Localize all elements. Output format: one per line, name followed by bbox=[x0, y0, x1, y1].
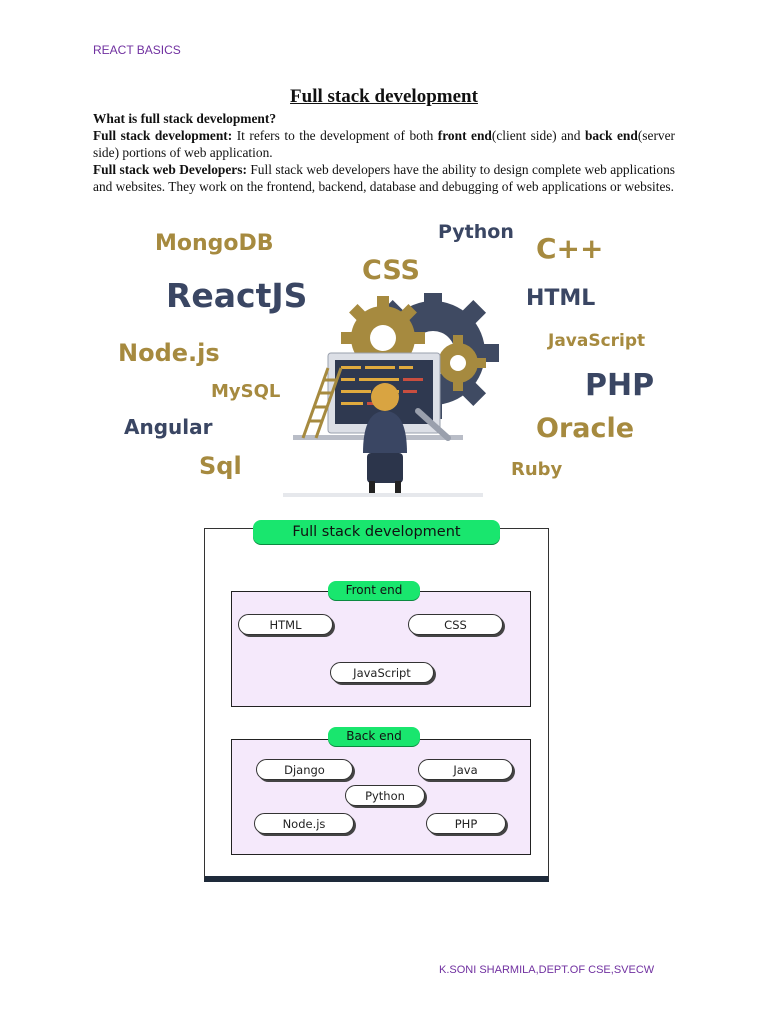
footer-credit: K.SONI SHARMILA,DEPT.OF CSE,SVECW bbox=[439, 964, 654, 976]
chip-python: Python bbox=[345, 785, 425, 806]
full-stack-diagram: Full stack development Front end HTML CS… bbox=[204, 528, 549, 882]
definition-paragraph: Full stack development: It refers to the… bbox=[93, 127, 675, 161]
tech-label-css: CSS bbox=[362, 257, 420, 284]
tech-label-oracle: Oracle bbox=[536, 415, 634, 442]
front-end-section: HTML CSS JavaScript bbox=[231, 591, 531, 707]
tech-label-sql: Sql bbox=[199, 454, 242, 478]
tech-stack-illustration: MongoDB Python C++ CSS ReactJS HTML Java… bbox=[93, 213, 675, 503]
front-end-label: Front end bbox=[328, 581, 420, 600]
tech-label-python: Python bbox=[438, 223, 514, 242]
back-end-term: back end bbox=[585, 128, 638, 143]
chip-javascript: JavaScript bbox=[330, 662, 434, 683]
definition-part1: It refers to the development of both bbox=[232, 128, 438, 143]
chip-php: PHP bbox=[426, 813, 506, 834]
developers-term: Full stack web Developers: bbox=[93, 162, 247, 177]
diagram-title: Full stack development bbox=[253, 520, 500, 544]
tech-label-mysql: MySQL bbox=[211, 383, 280, 401]
chip-css: CSS bbox=[408, 614, 503, 635]
back-end-section: Django Java Python Node.js PHP bbox=[231, 739, 531, 855]
back-end-label: Back end bbox=[328, 727, 420, 746]
tech-label-html: HTML bbox=[526, 288, 595, 310]
document-header: REACT BASICS bbox=[93, 43, 181, 57]
chip-java: Java bbox=[418, 759, 513, 780]
chip-html: HTML bbox=[238, 614, 333, 635]
chip-django: Django bbox=[256, 759, 353, 780]
tech-label-cpp: C++ bbox=[536, 235, 603, 263]
tech-label-javascript: JavaScript bbox=[548, 333, 645, 350]
page-title: Full stack development bbox=[0, 86, 768, 108]
intro-text: What is full stack development? Full sta… bbox=[93, 110, 675, 195]
question-text: What is full stack development? bbox=[93, 111, 276, 126]
tech-label-angular: Angular bbox=[124, 417, 213, 437]
front-end-term: front end bbox=[438, 128, 492, 143]
tech-label-mongodb: MongoDB bbox=[155, 233, 274, 255]
definition-part2: (client side) and bbox=[492, 128, 585, 143]
developer-at-computer-icon bbox=[283, 293, 523, 498]
developers-paragraph: Full stack web Developers: Full stack we… bbox=[93, 161, 675, 195]
question-line: What is full stack development? bbox=[93, 110, 675, 127]
chip-nodejs: Node.js bbox=[254, 813, 354, 834]
tech-label-php: PHP bbox=[585, 371, 654, 401]
definition-term: Full stack development: bbox=[93, 128, 232, 143]
tech-label-nodejs: Node.js bbox=[118, 341, 220, 365]
